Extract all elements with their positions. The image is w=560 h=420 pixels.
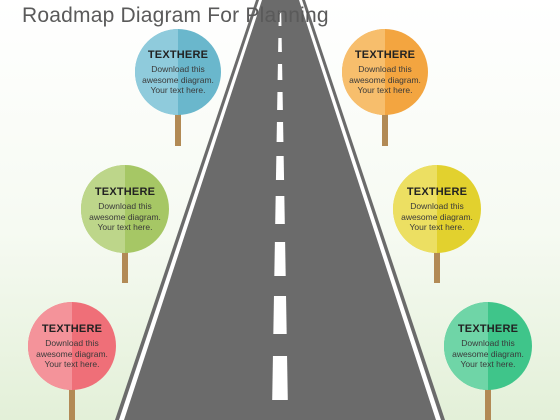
signpost-disc-highlight: [444, 302, 488, 390]
signpost-pole: [382, 111, 388, 146]
lane-dash: [278, 12, 282, 26]
lane-dash: [272, 356, 288, 400]
signpost-disc-highlight: [393, 165, 437, 253]
signpost-disc-highlight: [81, 165, 125, 253]
lane-dash: [278, 38, 282, 52]
signpost-heading: TEXTHERE: [354, 48, 416, 61]
page-title: Roadmap Diagram For Planning: [22, 4, 329, 27]
signposts-layer: [28, 29, 532, 420]
road-edge-right: [299, 0, 441, 420]
lane-dash: [274, 242, 286, 276]
signpost-heading: TEXTHERE: [406, 185, 468, 198]
lane-dash: [275, 156, 285, 180]
signpost-body: Download this awesome diagram. Your text…: [452, 337, 524, 369]
lane-dash: [275, 196, 285, 224]
signpost-text-top-right: TEXTHERE Download this awesome diagram. Y…: [343, 49, 427, 96]
signpost-disc-highlight: [28, 302, 72, 390]
lane-center-dashes: [272, 12, 288, 400]
signpost-pole: [175, 111, 181, 146]
signpost-heading: TEXTHERE: [147, 48, 209, 61]
signpost-bottom-right: [444, 302, 532, 420]
signpost-pole: [434, 249, 440, 283]
signpost-disc-highlight: [342, 29, 385, 115]
signpost-text-middle-left: TEXTHERE Download this awesome diagram. Y…: [83, 186, 167, 233]
lane-dash: [273, 296, 287, 334]
signpost-top-left: [135, 29, 221, 146]
road-edge-left: [119, 0, 262, 420]
signpost-body: Download this awesome diagram. Your text…: [89, 200, 161, 232]
signpost-heading: TEXTHERE: [457, 322, 519, 335]
lane-dash: [277, 92, 283, 110]
signpost-body: Download this awesome diagram. Your text…: [401, 200, 473, 232]
signpost-pole: [485, 386, 491, 420]
lane-dash: [277, 64, 283, 80]
signpost-top-right: [342, 29, 428, 146]
signpost-body: Download this awesome diagram. Your text…: [142, 63, 214, 95]
signpost-text-top-left: TEXTHERE Download this awesome diagram. Y…: [136, 49, 220, 96]
signpost-heading: TEXTHERE: [94, 185, 156, 198]
signpost-text-bottom-left: TEXTHERE Download this awesome diagram. Y…: [30, 323, 114, 370]
signpost-text-bottom-right: TEXTHERE Download this awesome diagram. Y…: [446, 323, 530, 370]
signpost-middle-left: [81, 165, 169, 283]
signpost-bottom-left: [28, 302, 116, 420]
signpost-pole: [69, 386, 75, 420]
signpost-heading: TEXTHERE: [41, 322, 103, 335]
signpost-middle-right: [393, 165, 481, 283]
signpost-pole: [122, 249, 128, 283]
signpost-text-middle-right: TEXTHERE Download this awesome diagram. Y…: [395, 186, 479, 233]
signpost-body: Download this awesome diagram. Your text…: [36, 337, 108, 369]
signpost-body: Download this awesome diagram. Your text…: [349, 63, 421, 95]
lane-dash: [276, 122, 284, 142]
signpost-disc-highlight: [135, 29, 178, 115]
